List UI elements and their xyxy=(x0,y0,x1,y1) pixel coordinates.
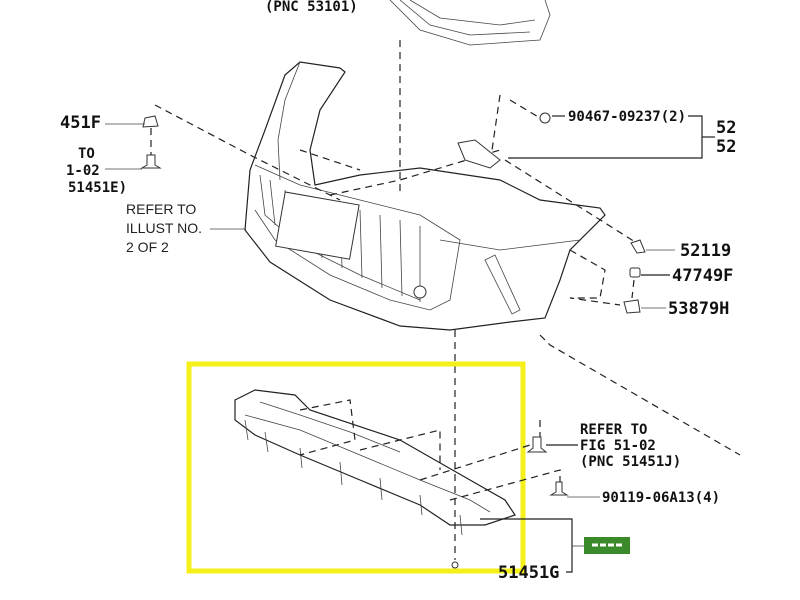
bumper-cover xyxy=(244,61,606,331)
screw-label: 90467-09237(2) xyxy=(568,109,686,125)
refer-left-2: 1-02 xyxy=(66,163,100,179)
part-label-451f: 451F xyxy=(60,113,101,133)
illust-ref-3: 2 OF 2 xyxy=(126,239,169,255)
part-label-51451g: 51451G xyxy=(498,563,559,583)
highlight-box xyxy=(186,361,526,574)
under-cover-part xyxy=(234,389,516,536)
refer-fig-1: REFER TO xyxy=(580,422,647,438)
part-label-52119: 52119 xyxy=(680,241,731,261)
bracket-label-2: 52 xyxy=(716,137,736,157)
clip-52119-icon xyxy=(630,239,646,254)
bolt-label: 90119-06A13(4) xyxy=(602,490,720,506)
nut-icon xyxy=(629,267,641,278)
top-pnc-label: (PNC 53101) xyxy=(265,0,358,15)
clip-53879-icon xyxy=(623,299,641,314)
badge[interactable] xyxy=(584,537,630,554)
refer-left-1: TO xyxy=(78,146,95,162)
illust-ref-1: REFER TO xyxy=(126,201,196,217)
refer-left-3: 51451E) xyxy=(68,180,127,196)
bolt-icon xyxy=(140,154,162,169)
bracket-icon xyxy=(457,139,501,169)
illust-ref-2: ILLUST NO. xyxy=(126,220,202,236)
refer-fig-3: (PNC 51451J) xyxy=(580,454,681,470)
screw-icon xyxy=(539,112,551,124)
bracket-label-1: 52 xyxy=(716,118,736,138)
bolt-90119-icon xyxy=(549,481,569,496)
bolt-51451j-icon xyxy=(526,436,548,453)
grille-fragment xyxy=(389,0,551,46)
part-label-53879h: 53879H xyxy=(668,299,729,319)
clip-icon xyxy=(142,115,159,128)
refer-fig-2: FIG 51-02 xyxy=(580,438,656,454)
part-label-47749f: 47749F xyxy=(672,266,733,286)
